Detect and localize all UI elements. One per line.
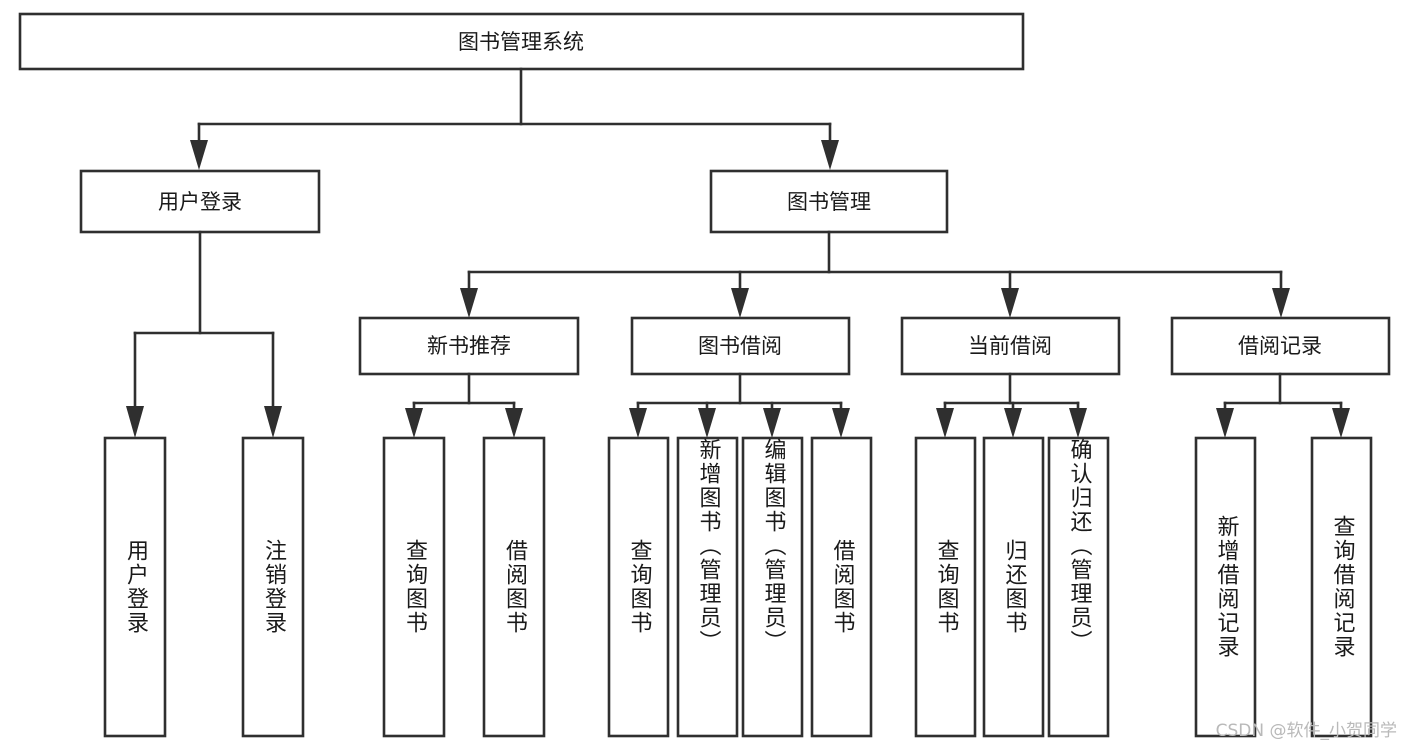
leaf-box-user-login-2[interactable] — [241, 436, 305, 738]
node-borrow-record-label: 借阅记录 — [1238, 334, 1322, 358]
arrowhead-to-book-borrow — [731, 288, 749, 318]
arrowhead-to-borrow-record — [1272, 288, 1290, 318]
node-current-borrow-box[interactable] — [900, 316, 1121, 376]
node-borrow-record-box[interactable] — [1170, 316, 1391, 376]
leaf-box-current-borrow-2[interactable] — [982, 436, 1045, 738]
leaf-box-book-borrow-1[interactable] — [607, 436, 670, 738]
leaf-box-borrow-record-1[interactable] — [1194, 436, 1257, 738]
leaf-box-user-login-1[interactable] — [103, 436, 167, 738]
leaf-box-new-book-recommend-1[interactable] — [382, 436, 446, 738]
leaf-box-current-borrow-3[interactable] — [1047, 436, 1110, 738]
arrowhead-current-borrow-leaf-2 — [1004, 408, 1022, 438]
node-root-label: 图书管理系统 — [458, 30, 584, 54]
arrowhead-book-borrow-leaf-3 — [763, 408, 781, 438]
arrowhead-root-to-book-manage — [821, 140, 839, 170]
arrowhead-book-borrow-leaf-2 — [698, 408, 716, 438]
node-user-login-label: 用户登录 — [158, 190, 242, 214]
arrowhead-current-borrow-leaf-3 — [1069, 408, 1087, 438]
leaf-box-borrow-record-2[interactable] — [1310, 436, 1373, 738]
arrowhead-book-borrow-leaf-4 — [832, 408, 850, 438]
node-new-book-recommend-label: 新书推荐 — [427, 334, 511, 358]
node-current-borrow-label: 当前借阅 — [968, 334, 1052, 358]
leaf-box-new-book-recommend-2[interactable] — [482, 436, 546, 738]
arrowhead-new-book-recommend-leaf-1 — [405, 408, 423, 438]
leaf-box-current-borrow-1[interactable] — [914, 436, 977, 738]
node-book-manage-box[interactable] — [709, 169, 949, 234]
arrowhead-current-borrow-leaf-1 — [936, 408, 954, 438]
node-root-box[interactable] — [18, 12, 1025, 71]
arrowhead-borrow-record-leaf-1 — [1216, 408, 1234, 438]
arrowhead-to-current-borrow — [1001, 288, 1019, 318]
arrowhead-user-login-leaf-2 — [264, 406, 282, 438]
arrowhead-user-login-leaf-1 — [126, 406, 144, 438]
node-new-book-recommend-box[interactable] — [358, 316, 580, 376]
node-book-borrow-box[interactable] — [630, 316, 851, 376]
leaf-box-book-borrow-3[interactable] — [741, 436, 804, 738]
node-book-manage-label: 图书管理 — [787, 190, 871, 214]
arrowhead-new-book-recommend-leaf-2 — [505, 408, 523, 438]
arrowhead-borrow-record-leaf-2 — [1332, 408, 1350, 438]
node-book-borrow-label: 图书借阅 — [698, 334, 782, 358]
leaf-box-book-borrow-2[interactable] — [676, 436, 739, 738]
arrowhead-book-borrow-leaf-1 — [629, 408, 647, 438]
arrowhead-to-new-book-recommend — [460, 288, 478, 318]
arrowhead-root-to-user-login — [190, 140, 208, 170]
leaf-box-book-borrow-4[interactable] — [810, 436, 873, 738]
